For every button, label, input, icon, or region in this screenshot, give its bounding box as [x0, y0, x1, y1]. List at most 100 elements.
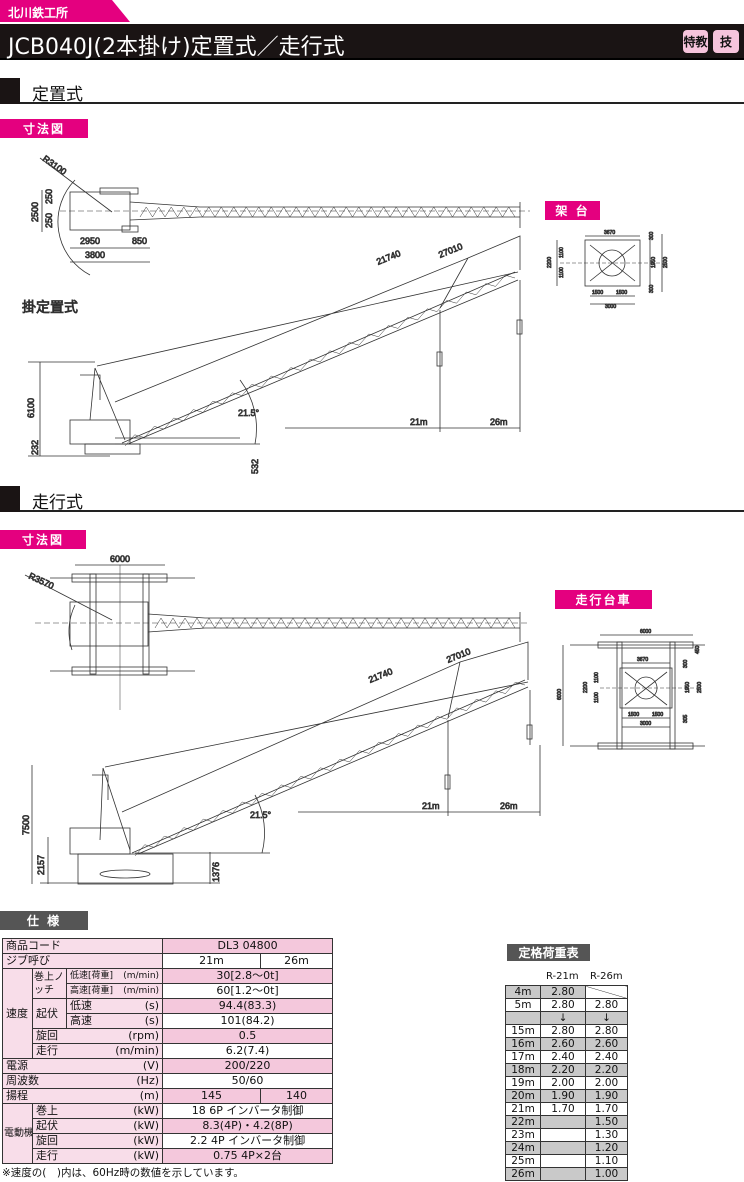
load-cell: 2.80 [540, 998, 586, 1012]
col-header-r21: R-21m [546, 971, 579, 982]
frame-3670: 3670 [604, 230, 615, 236]
travel-dimension-drawing: 6000 R3570 21740 27010 21.5° 7500 2157 1… [21, 554, 705, 885]
radius-cell: 24m [505, 1141, 541, 1155]
top-view-carriage [24, 564, 530, 710]
dim-250b: 250 [44, 213, 54, 228]
carriage-305: 305 [683, 714, 689, 723]
load-cell [540, 1167, 586, 1181]
load-cell: 2.00 [540, 1076, 586, 1090]
dim-26m: 26m [500, 801, 518, 811]
side-view-crane [31, 641, 541, 885]
angle-label: 21.5° [250, 810, 272, 820]
table-row: 電動機巻上(kW)18 6P インバータ制御 [2, 1103, 334, 1164]
load-cell: 2.80 [540, 985, 586, 999]
frame-300a: 300 [649, 231, 655, 240]
load-cell: ↓ [540, 1011, 586, 1025]
frame-1100b: 1100 [559, 267, 565, 278]
table-row: 周波数(Hz)50/60 [1, 1073, 334, 1089]
load-cell: 2.20 [540, 1063, 586, 1077]
table-row: 走行(kW)0.75 4P×2台 [3, 1148, 334, 1164]
carriage-1100b: 1100 [594, 692, 600, 703]
dim-21740: 21740 [375, 248, 402, 267]
radius-cell: 20m [505, 1089, 541, 1103]
frame-2200: 2200 [547, 257, 553, 268]
dim-850: 850 [132, 236, 147, 246]
load-cell [540, 1115, 586, 1129]
radius-cell: 26m [505, 1167, 541, 1181]
load-cell [540, 1141, 586, 1155]
carriage-1500a: 1500 [628, 712, 639, 718]
table-row: 起伏(kW)8.3(4P)・4.2(8P) [3, 1118, 334, 1134]
dim-232: 232 [30, 440, 40, 455]
load-cell: 2.00 [585, 1076, 628, 1090]
carriage-3670: 3670 [637, 657, 648, 663]
load-cell [540, 1128, 586, 1142]
dim-1376: 1376 [211, 862, 221, 882]
lattice-truss [134, 681, 526, 857]
title-bar: JCB040J(2本掛け)定置式／走行式 特教 技 [0, 24, 744, 60]
radius-cell: 18m [505, 1063, 541, 1077]
carriage-1950: 1950 [685, 682, 691, 693]
tag-carriage: 走行台車 [555, 590, 652, 609]
frame-3000: 3000 [605, 304, 616, 310]
load-cell: 1.90 [585, 1089, 628, 1103]
dim-radius: R3570 [27, 571, 55, 591]
angle-label: 21.5° [238, 408, 260, 418]
frame-1500b: 1500 [616, 290, 627, 296]
tag-load-table: 定格荷重表 [507, 944, 590, 961]
tag-frame: 架 台 [545, 201, 600, 220]
section-travel: 走行式 [0, 486, 744, 513]
dim-532: 532 [250, 459, 260, 474]
table-row: 起伏低速(s)94.4(83.3) [3, 998, 334, 1029]
carriage-1500b: 1500 [652, 712, 663, 718]
badge-skill: 技 [713, 30, 739, 53]
frame-1950: 1950 [651, 257, 657, 268]
section-title: 定置式 [32, 85, 83, 105]
dim-21m: 21m [410, 417, 428, 427]
carriage-6000b: 6000 [557, 689, 563, 700]
carriage-6000a: 6000 [640, 629, 651, 635]
table-row: 電源(V)200/220 [1, 1058, 334, 1074]
section-title: 走行式 [32, 493, 83, 513]
load-cell: 1.20 [585, 1141, 628, 1155]
dim-250a: 250 [44, 189, 54, 204]
radius-cell: 25m [505, 1154, 541, 1168]
lattice-truss [124, 274, 516, 447]
table-row: 速度巻上ノッチ低速[荷重](m/min)30[2.8～0t] [2, 968, 334, 1059]
lattice-truss [139, 206, 516, 218]
load-cell [540, 1154, 586, 1168]
load-cell: 1.70 [585, 1102, 628, 1116]
carriage-1100a: 1100 [594, 672, 600, 683]
radius-cell: 5m [505, 998, 541, 1012]
radius-cell: 15m [505, 1024, 541, 1038]
frame-2500: 2500 [663, 257, 669, 268]
dim-2950: 2950 [80, 236, 100, 246]
load-cell: ↓ [585, 1011, 628, 1025]
load-cell: 1.90 [540, 1089, 586, 1103]
load-cell [585, 985, 628, 999]
load-cell: 2.80 [585, 1024, 628, 1038]
load-cell: 2.40 [585, 1050, 628, 1064]
dim-6100: 6100 [26, 398, 36, 418]
tag-spec: 仕 様 [0, 911, 88, 930]
load-cell: 2.80 [540, 1024, 586, 1038]
carriage-2500: 2500 [697, 682, 703, 693]
top-view-crane [39, 157, 530, 276]
col-header-r26: R-26m [590, 971, 623, 982]
dim-27010: 27010 [445, 646, 472, 665]
table-row: 旋回(kW)2.2 4P インバータ制御 [3, 1133, 334, 1149]
dim-21m: 21m [422, 801, 440, 811]
frame-drawing [556, 234, 663, 305]
dim-3800: 3800 [85, 250, 105, 260]
radius-cell: 23m [505, 1128, 541, 1142]
